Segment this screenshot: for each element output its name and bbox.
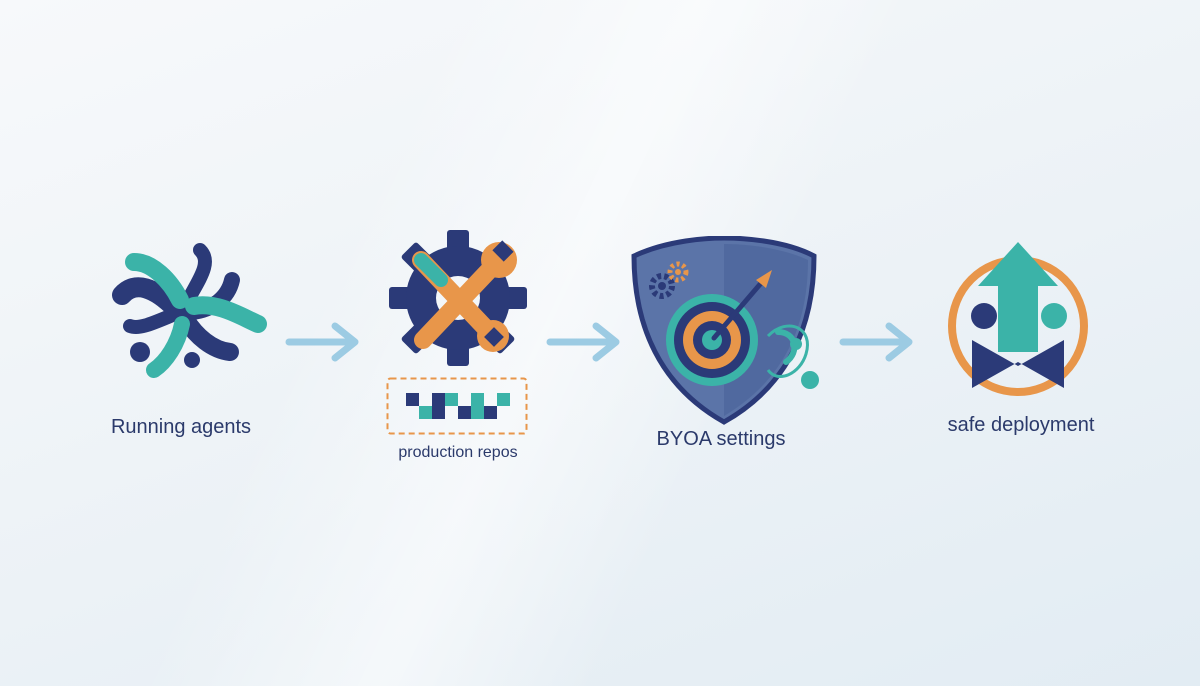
step-label-production-repos: production repos — [398, 444, 518, 461]
step-label-running-agents: Running agents — [110, 416, 252, 438]
arrow-right-icon — [546, 320, 626, 364]
repo-checker-box — [386, 377, 528, 435]
step-running-agents — [100, 240, 270, 380]
step-label-safe-deployment: safe deployment — [947, 414, 1095, 436]
step-byoa-settings — [628, 236, 828, 426]
small-gear-icon — [649, 261, 689, 299]
step-label-byoa-settings: BYOA settings — [656, 428, 786, 450]
swirl-agents-icon — [112, 243, 267, 378]
step-safe-deployment — [946, 240, 1096, 400]
upload-arrow-people-icon — [948, 242, 1088, 396]
shield-target-icon — [631, 236, 819, 425]
arrow-right-icon — [839, 320, 919, 364]
step-production-repos — [383, 228, 533, 368]
arrow-right-icon — [285, 320, 365, 364]
gear-tools-icon — [389, 230, 527, 366]
